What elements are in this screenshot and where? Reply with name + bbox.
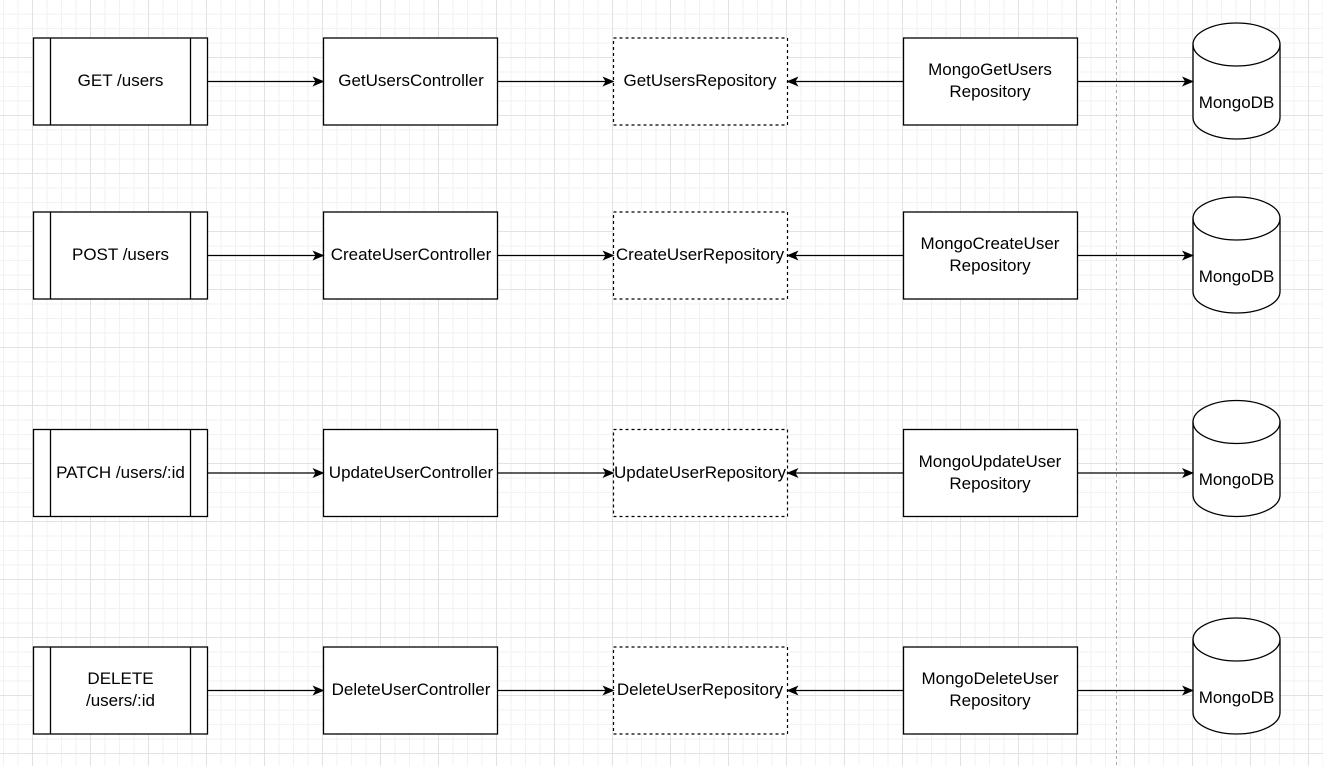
repository-interface-box bbox=[612, 428, 789, 518]
repository-interface-box bbox=[612, 211, 789, 300]
controller-box bbox=[322, 646, 499, 735]
mongo-repository-box bbox=[902, 37, 1079, 126]
controller-box bbox=[322, 428, 499, 518]
repository-interface-box bbox=[612, 646, 789, 735]
endpoint-label: POST /users bbox=[72, 245, 169, 264]
repository-interface-box bbox=[612, 37, 789, 126]
database-label: MongoDB bbox=[1198, 687, 1275, 707]
database-label: MongoDB bbox=[1198, 266, 1275, 286]
repository-interface-label: CreateUserRepository bbox=[615, 245, 785, 264]
database-cylinder-rim bbox=[1192, 44, 1281, 67]
endpoint-label: PATCH /users/:id bbox=[56, 462, 185, 482]
endpoint-box bbox=[32, 37, 209, 126]
endpoint-box bbox=[32, 211, 209, 300]
mongo-repository-box bbox=[902, 646, 1079, 735]
mongo-repository-box bbox=[902, 428, 1079, 518]
controller-label: DeleteUserController bbox=[331, 680, 491, 699]
repository-interface-label: GetUsersRepository bbox=[623, 71, 777, 90]
mongo-repository-label: MongoGetUsers Repository bbox=[928, 60, 1052, 101]
database-cylinder bbox=[1192, 196, 1281, 314]
database-cylinder bbox=[1192, 617, 1281, 735]
controller-label: UpdateUserController bbox=[328, 462, 494, 482]
controller-label: CreateUserController bbox=[330, 245, 492, 264]
mongo-repository-box bbox=[902, 211, 1079, 300]
controller-box bbox=[322, 211, 499, 300]
mongo-repository-label: MongoUpdateUser Repository bbox=[918, 451, 1062, 493]
endpoint-box bbox=[32, 646, 209, 735]
database-cylinder-rim bbox=[1192, 218, 1281, 241]
endpoint-box bbox=[32, 428, 209, 518]
database-cylinder bbox=[1192, 399, 1281, 518]
mongo-repository-label: MongoCreateUser Repository bbox=[920, 234, 1060, 275]
database-label: MongoDB bbox=[1198, 92, 1275, 112]
database-cylinder bbox=[1192, 22, 1281, 140]
database-label: MongoDB bbox=[1198, 470, 1275, 489]
controller-label: GetUsersController bbox=[338, 71, 484, 90]
repository-interface-label: DeleteUserRepository bbox=[616, 680, 784, 699]
endpoint-label: DELETE /users/:id bbox=[86, 669, 155, 710]
database-cylinder-rim bbox=[1192, 639, 1281, 662]
repository-interface-label: UpdateUserRepository bbox=[614, 462, 786, 482]
mongo-repository-label: MongoDeleteUser Repository bbox=[921, 669, 1059, 710]
database-cylinder-rim bbox=[1192, 421, 1281, 445]
endpoint-label: GET /users bbox=[77, 71, 164, 90]
